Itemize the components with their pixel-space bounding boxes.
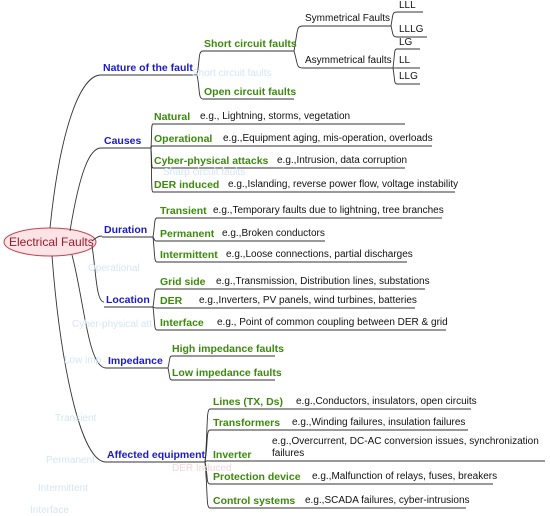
category-nature: Nature of the fault	[103, 62, 193, 74]
fault-type-lll: LLL	[399, 0, 416, 11]
ghost-text: Intermittent	[38, 483, 89, 494]
ghost-text: DER Induced	[172, 463, 232, 474]
cause-label: Cyber-physical attacks	[154, 155, 269, 167]
ghost-text: Permanent	[46, 455, 95, 466]
equipment-example: e.g.,Malfunction of relays, fuses, break…	[312, 471, 498, 482]
equipment-label: Control systems	[213, 495, 296, 507]
category-impedance: Impedance	[108, 355, 163, 367]
open-circuit-label: Open circuit faults	[204, 86, 297, 98]
short-circuit-label: Short circuit faults	[204, 38, 297, 50]
impedance-label: High impedance faults	[172, 343, 285, 355]
fault-type-llg: LLG	[399, 71, 418, 82]
cause-example: e.g.,Equipment aging, mis-operation, ove…	[223, 133, 433, 144]
equipment-label: Inverter	[213, 449, 252, 461]
location-label: Interface	[160, 317, 204, 329]
equipment-label: Lines (TX, Ds)	[213, 396, 284, 408]
duration-example: e.g.,Temporary faults due to lightning, …	[213, 205, 444, 216]
duration-label: Transient	[160, 205, 207, 217]
ghost-text: Short circuit faults	[192, 68, 272, 79]
cause-example: e.g.,Islanding, reverse power flow, volt…	[228, 179, 459, 190]
ghost-text: Operational	[88, 263, 140, 274]
cause-example: e.g., Lightning, storms, vegetation	[200, 111, 351, 122]
impedance-label: Low impedance faults	[172, 367, 282, 379]
equipment-example: e.g.,SCADA failures, cyber-intrusions	[305, 495, 470, 506]
ghost-text: Interface	[30, 505, 69, 516]
ghost-text: Transient	[55, 413, 97, 424]
category-causes: Causes	[104, 135, 142, 147]
equipment-label: Protection device	[213, 471, 301, 483]
ghost-text: Sharp circuit faults	[163, 167, 246, 178]
cause-label: DER induced	[154, 179, 220, 191]
root-node: Electrical Faults	[9, 235, 94, 249]
category-location: Location	[106, 294, 150, 306]
fault-type-lllg: LLLG	[399, 24, 424, 35]
location-example: e.g.,Transmission, Distribution lines, s…	[216, 276, 430, 287]
equipment-example: e.g.,Conductors, insulators, open circui…	[296, 396, 477, 407]
symmetrical-label: Symmetrical Faults	[305, 13, 391, 24]
location-label: Grid side	[160, 276, 206, 288]
ghost-text: Cyber-physical att	[72, 319, 153, 330]
duration-label: Intermittent	[160, 249, 218, 261]
category-equipment: Affected equipment	[107, 449, 206, 461]
location-example: e.g., Point of common coupling between D…	[217, 317, 448, 328]
fault-type-lg: LG	[399, 37, 413, 48]
duration-example: e.g.,Broken conductors	[222, 228, 325, 239]
location-example: e.g.,Inverters, PV panels, wind turbines…	[199, 295, 417, 306]
cause-label: Operational	[154, 133, 213, 145]
duration-example: e.g.,Loose connections, partial discharg…	[226, 249, 413, 260]
cause-example: e.g.,Intrusion, data corruption	[277, 155, 408, 166]
fault-type-ll: LL	[399, 55, 411, 66]
category-duration: Duration	[104, 224, 148, 236]
location-label: DER	[160, 295, 183, 307]
equipment-label: Transformers	[213, 417, 281, 429]
asymmetrical-label: Asymmetrical faults	[305, 55, 392, 66]
ghost-text: Low imp	[64, 355, 102, 366]
equipment-example: e.g.,Winding failures, insulation failur…	[292, 417, 466, 428]
equipment-example: e.g.,Overcurrent, DC-AC conversion issue…	[272, 436, 539, 459]
duration-label: Permanent	[160, 228, 215, 240]
cause-label: Natural	[154, 111, 191, 123]
